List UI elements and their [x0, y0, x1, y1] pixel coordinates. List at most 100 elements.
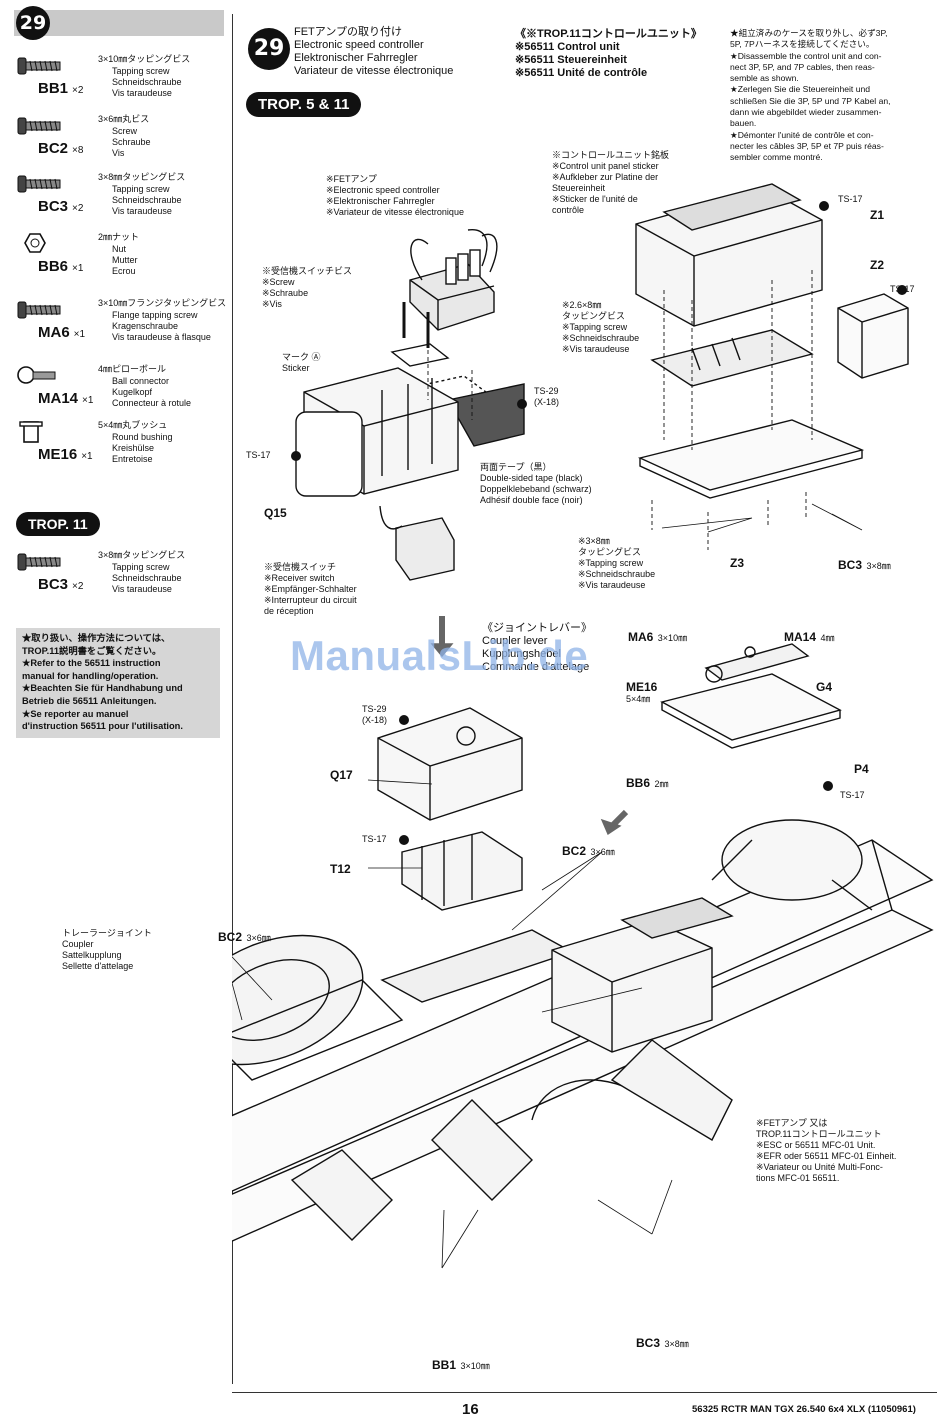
panel-sticker-callout: ※コントロールユニット銘板※Control unit panel sticker… [552, 150, 669, 216]
part-label-z2: Z2 [870, 258, 885, 272]
callout-line: 《ジョイントレバー》 [482, 622, 592, 634]
part-code: MA14×1 [38, 390, 94, 407]
ts17-label: TS-17 [838, 194, 863, 204]
part-label-g4: G4 [816, 680, 833, 694]
callout-line: ※受信機スイッチビス [262, 266, 353, 276]
screw-icon [17, 301, 61, 319]
part-desc-line: Tapping screw [112, 66, 170, 76]
part-label-q15: Q15 [264, 506, 287, 520]
callout-line: ※Elektronischer Fahrregler [326, 196, 435, 206]
part-qty: ×1 [82, 395, 94, 406]
note-line: ★Beachten Sie für Handhabung und [22, 683, 183, 694]
callout-line: ※Schneidschraube [578, 569, 656, 579]
callout-line: Doppelklebeband (schwarz) [480, 484, 592, 494]
screw-icon [17, 553, 61, 571]
callout-line: schließen Sie die 3P, 5P und 7P Kabel an… [730, 95, 891, 106]
ma6-label: MA6 3×10㎜ [628, 628, 687, 646]
ts17-label: TS-17 [890, 284, 915, 294]
ts17-label: TS-17 [246, 450, 271, 460]
callout-line: bauen. [730, 118, 757, 129]
part-desc-line: 3×10㎜フランジタッピングビス [98, 298, 227, 308]
title-line: Elektronischer Fahrregler [294, 52, 418, 64]
screw-icon [17, 175, 61, 193]
me16-code: ME16 [626, 680, 658, 694]
bb1-size: 3×10㎜ [460, 1361, 490, 1371]
callout-line: ※Electronic speed controller [326, 185, 440, 195]
part-code: BB6×1 [38, 258, 84, 275]
part-desc-line: Round bushing [112, 432, 173, 442]
part-desc-line: Connecteur à rotule [112, 398, 192, 408]
callout-line: ※Sticker de l'unité de [552, 194, 638, 204]
trop11-badge: TROP. 11 [16, 512, 100, 536]
callout-line: ※Screw [262, 277, 295, 287]
ma14-code: MA14 [784, 630, 817, 644]
callout-line: ★Démonter l'unité de contrôle et con- [730, 129, 874, 140]
sidebar-divider [232, 14, 233, 1384]
ma14-size: 4㎜ [820, 633, 835, 643]
bb6-label: BB6 2㎜ [626, 774, 668, 792]
callout-line: Adhésif double face (noir) [480, 495, 583, 505]
ts17-marker-z2 [897, 285, 907, 295]
part-desc-line: 3×6㎜丸ビス [98, 114, 150, 124]
part-qty: ×8 [72, 145, 84, 156]
callout-line: ※Schraube [262, 288, 309, 298]
callout-line: ※受信機スイッチ [264, 562, 337, 572]
callout-line: (X-18) [362, 715, 388, 725]
bc2-mid-label: BC2 3×6㎜ [562, 842, 615, 860]
part-label-q17: Q17 [330, 768, 353, 782]
callout-line: contrôle [552, 205, 585, 215]
parts-sidebar: 29 TROP. 11 ★取り扱い、操作方法については、 TROP.11説明書を… [0, 0, 232, 1424]
part-desc-line: Schneidschraube [112, 195, 182, 205]
part-desc-line: Schneidschraube [112, 77, 182, 87]
ts17-label: TS-17 [840, 790, 865, 800]
bb6-code: BB6 [626, 776, 651, 790]
nut-icon [24, 233, 46, 253]
part-desc-line: Vis taraudeuse [112, 206, 172, 216]
note-line: ★Se reporter au manuel [22, 708, 129, 719]
callout-line: (X-18) [534, 397, 560, 407]
cover-q17 [377, 707, 523, 821]
part-desc-line: Vis taraudeuse [112, 88, 172, 98]
trop-5-11-badge: TROP. 5 & 11 [246, 92, 362, 117]
callout-line: ※Aufkleber zur Platine der [552, 172, 659, 182]
cu-line: ※56511 Steuereinheit [515, 54, 627, 66]
callout-line: nect 3P, 5P, and 7P cables, then reas- [730, 61, 875, 72]
part-desc-line: Nut [112, 244, 127, 254]
callout-line: ※Vis taraudeuse [578, 580, 646, 590]
title-line: Variateur de vitesse électronique [294, 65, 454, 77]
bc3-size: 3×8㎜ [866, 561, 891, 571]
callout-line: ※2.6×8㎜ [562, 300, 602, 310]
ts29-marker [517, 399, 527, 409]
part-desc-line: 3×8㎜タッピングビス [98, 172, 186, 182]
note-line: manual for handling/operation. [22, 670, 159, 681]
callout-line: ★Zerlegen Sie die Steuereinheit und [730, 84, 871, 95]
part-desc-line: Screw [112, 126, 138, 136]
part-desc-line: 3×10㎜タッピングビス [98, 54, 191, 64]
callout-line: ※Empfänger-Schhalter [264, 584, 357, 594]
callout-line: ※Vis taraudeuse [562, 344, 630, 354]
callout-line: Coupler [62, 939, 94, 949]
handling-note: ★取り扱い、操作方法については、 TROP.11説明書をご覧ください。 ★Ref… [16, 628, 220, 738]
esc-callout: ※FETアンプ※Electronic speed controller※Elek… [326, 174, 464, 218]
ts17-marker-t12 [399, 835, 409, 845]
esc-unit [409, 229, 498, 331]
part-code: BC3×2 [38, 576, 84, 593]
bc3-code: BC3 [838, 558, 863, 572]
part-code: ME16×1 [38, 446, 93, 463]
part-desc-line: Entretoise [112, 454, 153, 464]
control-unit-z1 [635, 183, 823, 327]
watermark: ManualsLib.de [290, 632, 589, 679]
bc2-code: BC2 [218, 930, 243, 944]
page-number: 16 [462, 1401, 479, 1418]
note-line: ★Refer to the 56511 instruction [22, 658, 161, 669]
part-code: BC3×2 [38, 198, 84, 215]
